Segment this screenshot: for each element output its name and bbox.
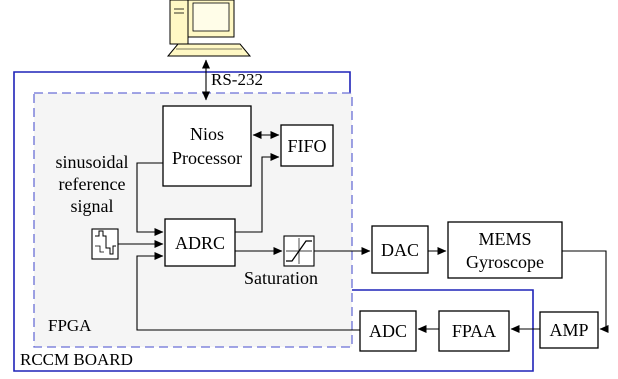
amp-label: AMP (549, 320, 588, 340)
adrc-block (164, 218, 236, 267)
rccm-board-label: RCCM BOARD (20, 350, 133, 369)
dac-block (371, 225, 429, 274)
signal-generator-icon (91, 228, 119, 260)
adrc-to-fifo-wire (235, 153, 280, 233)
amp-block (539, 311, 599, 349)
nios-label-line2: Processor (172, 148, 242, 168)
adc-label: ADC (369, 321, 407, 341)
fpga-label: FPGA (48, 316, 92, 335)
saturation-label: Saturation (244, 268, 318, 288)
mems-label-line1: MEMS (478, 229, 531, 249)
input-label-line2: reference (59, 174, 126, 194)
fifo-block (280, 124, 334, 167)
input-label-line3: signal (71, 196, 114, 216)
input-label-line1: sinusoidal (55, 152, 128, 172)
nios-processor-block (162, 105, 252, 187)
adc-block (359, 310, 417, 352)
fpaa-block (438, 310, 510, 352)
saturation-icon (283, 235, 315, 267)
adrc-label: ADRC (175, 233, 225, 253)
dac-label: DAC (381, 240, 419, 260)
rccm-board-outline (13, 71, 534, 372)
nios-label-line1: Nios (190, 124, 224, 144)
nios-to-adrc-wire (136, 162, 164, 236)
mems-to-amp-wire (562, 250, 609, 333)
mems-gyroscope-block (447, 221, 563, 279)
mems-label-line2: Gyroscope (466, 252, 544, 272)
computer-icon (166, 0, 252, 57)
rs232-label: RS-232 (211, 70, 263, 89)
adc-to-adrc-feedback-wire (136, 252, 360, 331)
fpaa-label: FPAA (452, 321, 496, 341)
fifo-label: FIFO (287, 136, 326, 156)
